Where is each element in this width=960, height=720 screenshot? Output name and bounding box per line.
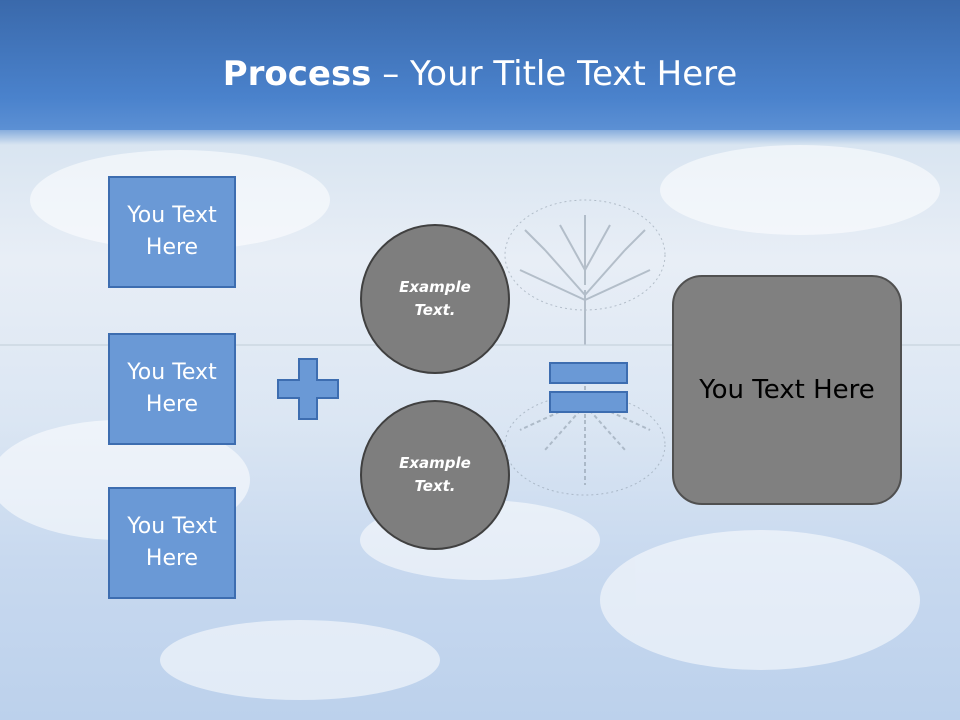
title-bold: Process (222, 54, 372, 94)
equals-icon (549, 362, 628, 413)
example-circle-2[interactable]: Example Text. (360, 400, 510, 550)
result-box[interactable]: You Text Here (672, 275, 902, 505)
tree-image (504, 199, 666, 496)
text-box-2[interactable]: You Text Here (108, 333, 236, 445)
example-circle-1[interactable]: Example Text. (360, 224, 510, 374)
text-box-1[interactable]: You Text Here (108, 176, 236, 288)
text-box-3[interactable]: You Text Here (108, 487, 236, 599)
title-rest: – Your Title Text Here (371, 54, 738, 94)
header-band (0, 0, 960, 130)
plus-icon (277, 358, 339, 420)
slide-title: Process – Your Title Text Here (0, 50, 960, 98)
